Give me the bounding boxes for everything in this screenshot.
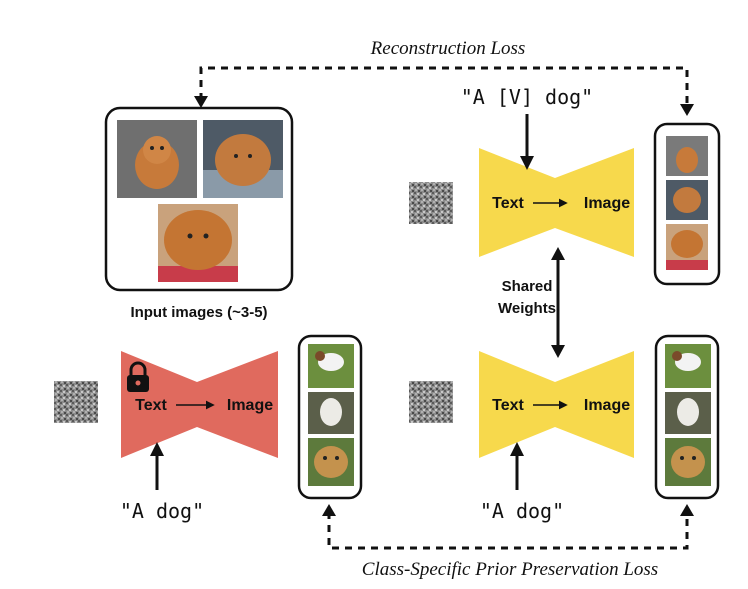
trainable-model-top: Text Image: [479, 148, 634, 257]
output-images-top-panel: [653, 122, 721, 286]
shared-weights-label-line2: Weights: [498, 300, 556, 317]
prompt-arrow-bottom-right: [510, 442, 524, 490]
noise-input-bottom-right: [409, 381, 453, 423]
shared-weights-label-line1: Shared: [502, 278, 553, 295]
input-images-caption: Input images (~3-5): [130, 304, 267, 321]
reconstruction-loss-label: Reconstruction Loss: [370, 38, 526, 59]
model-image-label: Image: [584, 397, 630, 414]
reconstruction-loss-arrow: [194, 66, 694, 116]
prompt-bottom-left: "A dog": [120, 499, 204, 523]
prompt-arrow-bottom-left: [150, 442, 164, 490]
shared-weights-arrow: [551, 247, 565, 358]
model-text-label: Text: [492, 397, 524, 414]
noise-input-top: [409, 182, 453, 224]
trainable-model-bottom: Text Image: [479, 351, 634, 458]
model-text-label: Text: [135, 397, 167, 414]
prior-images-right-panel: [654, 334, 720, 500]
prompt-arrow-top: [520, 114, 534, 170]
noise-input-bottom-left: [54, 381, 98, 423]
prior-preservation-loss-label: Class-Specific Prior Preservation Loss: [362, 559, 658, 580]
input-images-panel: [104, 106, 294, 292]
prompt-bottom-right: "A dog": [480, 499, 564, 523]
prior-images-left-panel: [297, 334, 363, 500]
model-image-label: Image: [584, 195, 630, 212]
model-image-label: Image: [227, 397, 273, 414]
prior-preservation-loss-arrow: [322, 504, 694, 550]
frozen-model: Text Image: [121, 351, 278, 458]
lock-icon: [127, 361, 149, 392]
prompt-top: "A [V] dog": [461, 85, 593, 109]
input-image-3: [158, 204, 238, 282]
model-text-label: Text: [492, 195, 524, 212]
input-image-2: [203, 120, 283, 198]
input-image-1: [117, 120, 197, 198]
